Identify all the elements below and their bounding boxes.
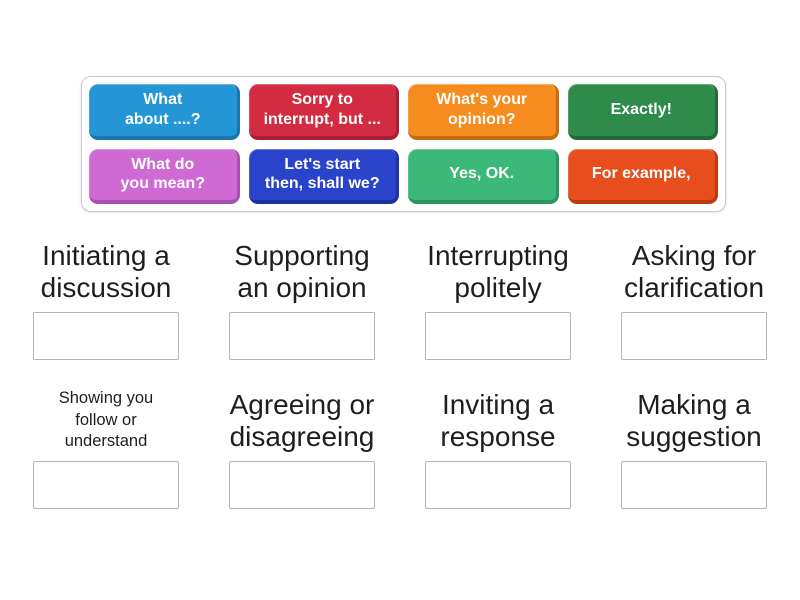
category-drop-box[interactable] bbox=[229, 461, 375, 509]
answer-chip-label: Sorry to interrupt, but ... bbox=[263, 91, 381, 128]
category-drop-box[interactable] bbox=[621, 312, 767, 360]
category-drop-box[interactable] bbox=[425, 312, 571, 360]
category: Asking for clarification bbox=[596, 238, 792, 360]
category-drop-box[interactable] bbox=[229, 312, 375, 360]
answer-chip[interactable]: Sorry to interrupt, but ... bbox=[248, 84, 399, 140]
category: Making a suggestion bbox=[596, 387, 792, 509]
category-drop-box[interactable] bbox=[621, 461, 767, 509]
category-title: Supporting an opinion bbox=[234, 239, 370, 303]
category-drop-box[interactable] bbox=[33, 461, 179, 509]
category-title: Showing you follow or understand bbox=[58, 389, 154, 451]
category-title: Inviting a response bbox=[440, 388, 556, 452]
answer-chip[interactable]: Yes, OK. bbox=[408, 148, 559, 204]
answer-chip-label: What do you mean? bbox=[120, 155, 205, 193]
answer-chip[interactable]: Let's start then, shall we? bbox=[248, 148, 399, 204]
category-title: Interrupting politely bbox=[427, 239, 569, 303]
category: Initiating a discussion bbox=[8, 238, 204, 360]
category-title: Making a suggestion bbox=[626, 388, 762, 452]
category-title: Agreeing or disagreeing bbox=[229, 388, 375, 452]
category: Inviting a response bbox=[400, 387, 596, 509]
answer-chip-label: What about ....? bbox=[124, 91, 201, 128]
category: Interrupting politely bbox=[400, 238, 596, 360]
answer-chip[interactable]: What about ....? bbox=[89, 84, 240, 140]
answer-chip[interactable]: What do you mean? bbox=[89, 148, 240, 204]
category-title: Initiating a discussion bbox=[40, 239, 172, 303]
category: Showing you follow or understand bbox=[8, 387, 204, 509]
category-drop-box[interactable] bbox=[33, 312, 179, 360]
answer-chip-label: Yes, OK. bbox=[449, 165, 515, 183]
answer-chip-label: For example, bbox=[591, 165, 691, 183]
categories-grid: Initiating a discussion Supporting an op… bbox=[8, 238, 792, 509]
answers-tray: What about ....? Sorry to interrupt, but… bbox=[81, 76, 726, 212]
category-title: Asking for clarification bbox=[623, 239, 765, 303]
answer-chip[interactable]: For example, bbox=[567, 148, 718, 204]
category-drop-box[interactable] bbox=[425, 461, 571, 509]
category: Agreeing or disagreeing bbox=[204, 387, 400, 509]
answer-chip[interactable]: What's your opinion? bbox=[408, 84, 559, 140]
answer-chip-label: Let's start then, shall we? bbox=[264, 155, 380, 193]
category: Supporting an opinion bbox=[204, 238, 400, 360]
answer-chip-label: Exactly! bbox=[610, 100, 672, 118]
answer-chip-label: What's your opinion? bbox=[436, 91, 528, 128]
answer-chip[interactable]: Exactly! bbox=[567, 84, 718, 140]
